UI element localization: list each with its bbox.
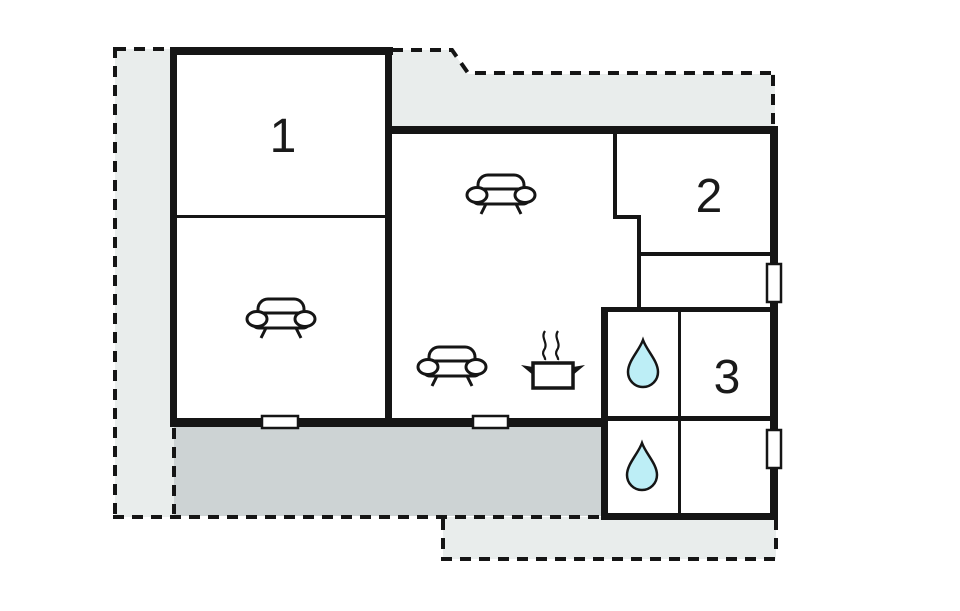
room-2-label: 2 — [696, 170, 723, 223]
plot-boundary-dashed — [113, 47, 778, 561]
wall-top-left — [170, 47, 393, 55]
wall-left — [170, 47, 177, 427]
wall-room2-left — [613, 134, 617, 218]
room-1-label: 1 — [270, 110, 297, 163]
steam-line — [554, 330, 560, 361]
plot-area-top — [392, 50, 775, 130]
pot-body — [531, 361, 575, 390]
terrace — [174, 424, 604, 516]
wall-bath-bottom — [601, 513, 778, 520]
wall-hall-left — [637, 215, 641, 310]
plot-area-bottom — [443, 517, 776, 559]
window-icon-right-1 — [765, 262, 783, 304]
window-icon-bottom-1 — [260, 414, 300, 430]
plot-areas — [115, 49, 776, 559]
plot-area-left — [115, 49, 174, 517]
wall-top-right — [385, 126, 777, 134]
room-3-label: 3 — [714, 351, 741, 404]
walls — [170, 47, 778, 520]
windows — [260, 262, 783, 470]
window-icon-right-2 — [765, 428, 783, 470]
wall-bath-left — [601, 307, 608, 520]
wall-bath-divider-vertical — [678, 312, 681, 513]
steam-line — [541, 330, 547, 361]
wall-center-divider — [385, 47, 392, 423]
pot-handle-right — [573, 365, 585, 375]
cooking-pot-icon — [521, 330, 585, 390]
wall-bath-divider-horizontal — [608, 416, 770, 421]
wall-right — [770, 126, 778, 520]
wall-room1-divider — [177, 215, 387, 218]
wall-bath-top — [601, 307, 777, 312]
wall-room2-step — [613, 215, 641, 219]
pot-handle-left — [521, 365, 533, 375]
window-icon-bottom-2 — [471, 414, 510, 430]
wall-room2-bottom — [641, 252, 771, 256]
